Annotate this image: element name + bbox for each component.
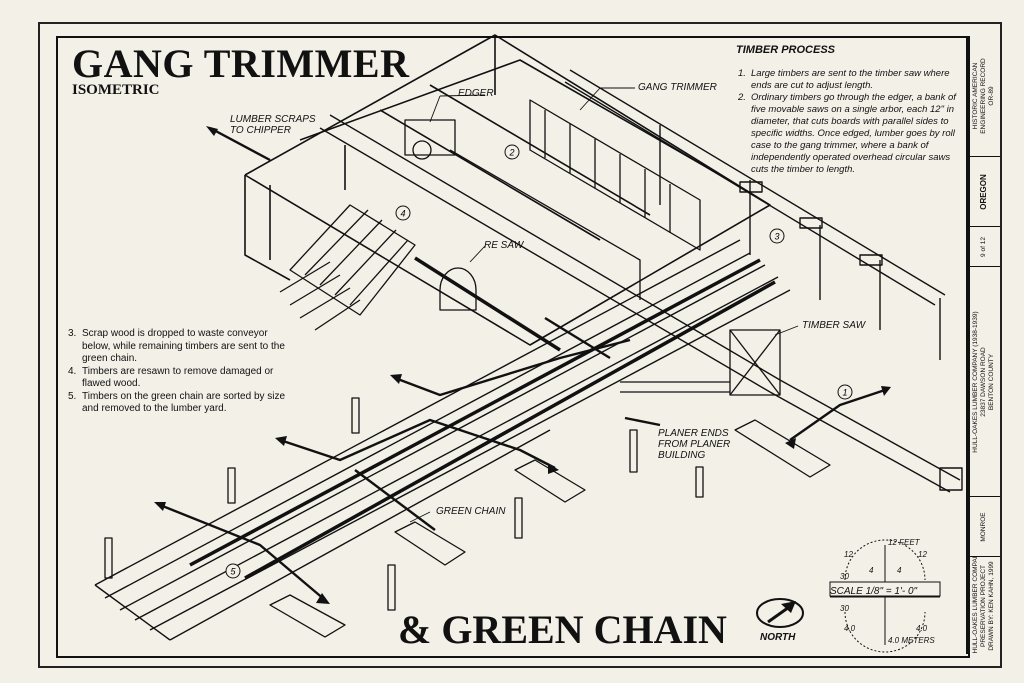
title-block-sheet: 9 of 12	[968, 226, 1000, 267]
scale-tick: 30	[840, 572, 849, 581]
timber-saw-tower	[620, 329, 781, 396]
scale-meters-label: 4.0 METERS	[888, 636, 935, 645]
callout-3	[769, 228, 785, 244]
scale-tick: 4.0	[844, 624, 856, 633]
process-notes: 3.Scrap wood is dropped to waste conveyo…	[68, 328, 298, 416]
drawing-frame	[56, 36, 970, 658]
process-item: 1.Large timbers are sent to the timber s…	[738, 68, 950, 91]
callout-1-label: 1	[842, 388, 847, 398]
callout-2	[504, 144, 520, 160]
title-block-survey: HISTORIC AMERICAN ENGINEERING RECORD OR-…	[972, 58, 995, 134]
timber-process-heading: TIMBER PROCESS	[736, 44, 836, 56]
title-block-location: MONROE	[968, 496, 1000, 557]
title-block-state: OREGON	[968, 156, 1000, 227]
note-item: 4.Timbers are resawn to remove damaged o…	[68, 365, 274, 390]
chain-belts	[189, 256, 776, 580]
scale-tick: 12	[918, 550, 927, 559]
scale-tick: 12	[844, 550, 853, 559]
outer-border	[38, 22, 1002, 668]
callout-5-label: 5	[230, 567, 236, 577]
callout-circles	[225, 144, 853, 579]
scale-tick: 4.0	[916, 624, 928, 633]
scale-tick: 30	[840, 604, 849, 613]
edger-unit	[404, 119, 456, 160]
green-chain-label: GREEN CHAIN	[436, 506, 506, 517]
flow-arrows	[159, 126, 886, 601]
note-item: 5.Timbers on the green chain are sorted …	[68, 390, 286, 415]
callout-3-label: 3	[774, 232, 779, 242]
posts-lumber	[104, 397, 831, 638]
planer-ends-label: PLANER ENDS FROM PLANER BUILDING	[658, 428, 731, 461]
gang-trimmer-label: GANG TRIMMER	[638, 82, 717, 93]
right-rail	[564, 69, 946, 360]
subtitle: ISOMETRIC	[72, 82, 160, 98]
timber-process-list: 1.Large timbers are sent to the timber s…	[738, 68, 966, 176]
title-block: HISTORIC AMERICAN ENGINEERING RECORD OR-…	[966, 36, 1000, 654]
edger-label: EDGER	[458, 88, 494, 99]
title-block-credits: HULL-OAKES LUMBER COMPANY PRESERVATION P…	[968, 556, 1000, 655]
process-item: 2.Ordinary timbers go through the edger,…	[738, 92, 956, 175]
leader-lines	[409, 87, 799, 523]
re-saw-area	[279, 204, 477, 331]
callout-5	[225, 563, 241, 579]
title-block-project: HULL-OAKES LUMBER COMPANY (1938-1939) 23…	[968, 266, 1000, 497]
north-label: NORTH	[760, 632, 796, 643]
callout-2-label: 2	[508, 148, 514, 158]
callout-1	[837, 384, 853, 400]
note-item: 3.Scrap wood is dropped to waste conveyo…	[68, 328, 285, 364]
timber-saw-label: TIMBER SAW	[802, 320, 866, 331]
scale-tick: 4	[869, 566, 874, 575]
bottom-title: & GREEN CHAIN	[398, 607, 727, 652]
re-saw-label: RE SAW	[484, 240, 524, 251]
scale-tick: 4	[897, 566, 902, 575]
scale-feet-label: 12 FEET	[888, 538, 920, 547]
callout-4-label: 4	[400, 209, 405, 219]
scale-label: SCALE 1/8" = 1'- 0"	[830, 586, 918, 597]
main-title: GANG TRIMMER	[72, 41, 410, 86]
arrow-heads	[154, 126, 891, 604]
north-arrow-icon	[756, 598, 804, 628]
main-conveyor	[319, 114, 963, 493]
callout-4	[395, 205, 411, 221]
scale-graphic	[829, 539, 941, 653]
gang-trimmer-frame	[449, 99, 701, 300]
lumber-scraps-label: LUMBER SCRAPS TO CHIPPER	[230, 114, 316, 136]
